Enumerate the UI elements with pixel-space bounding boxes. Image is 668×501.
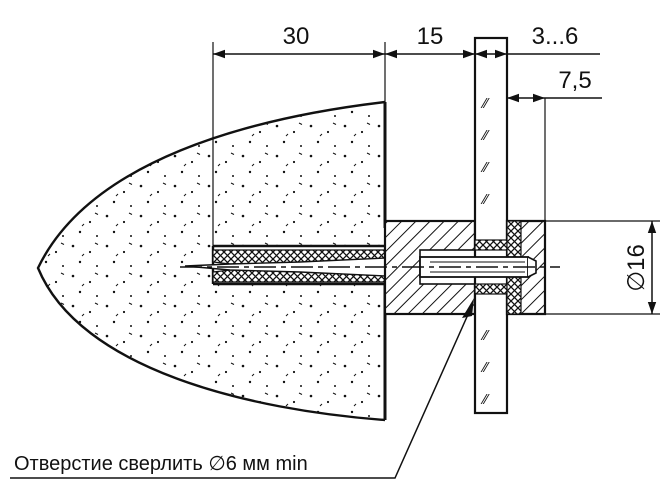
svg-text:⁄⁄: ⁄⁄ bbox=[480, 329, 490, 344]
dim-diameter-label: ∅16 bbox=[623, 244, 650, 292]
drill-note-text: Отверстие сверлить ∅6 мм min bbox=[14, 453, 308, 475]
svg-text:⁄⁄: ⁄⁄ bbox=[480, 393, 490, 408]
wall-body bbox=[36, 100, 387, 422]
dim-cap-label: 7,5 bbox=[558, 67, 591, 94]
dim-glass-label: 3...6 bbox=[532, 23, 579, 50]
dim-15-label: 15 bbox=[417, 23, 444, 50]
drill-note: Отверстие сверлить ∅6 мм min bbox=[10, 298, 474, 479]
glass-panel: ⁄⁄ ⁄⁄ ⁄⁄ ⁄⁄ ⁄⁄ ⁄⁄ ⁄⁄ bbox=[473, 36, 509, 415]
svg-text:⁄⁄: ⁄⁄ bbox=[480, 161, 490, 176]
svg-text:⁄⁄: ⁄⁄ bbox=[480, 361, 490, 376]
dimension-lines bbox=[213, 49, 657, 314]
dim-30-label: 30 bbox=[283, 23, 310, 50]
svg-text:⁄⁄: ⁄⁄ bbox=[480, 193, 490, 208]
svg-text:⁄⁄: ⁄⁄ bbox=[480, 129, 490, 144]
bolt bbox=[419, 256, 537, 278]
svg-text:⁄⁄: ⁄⁄ bbox=[480, 97, 490, 112]
